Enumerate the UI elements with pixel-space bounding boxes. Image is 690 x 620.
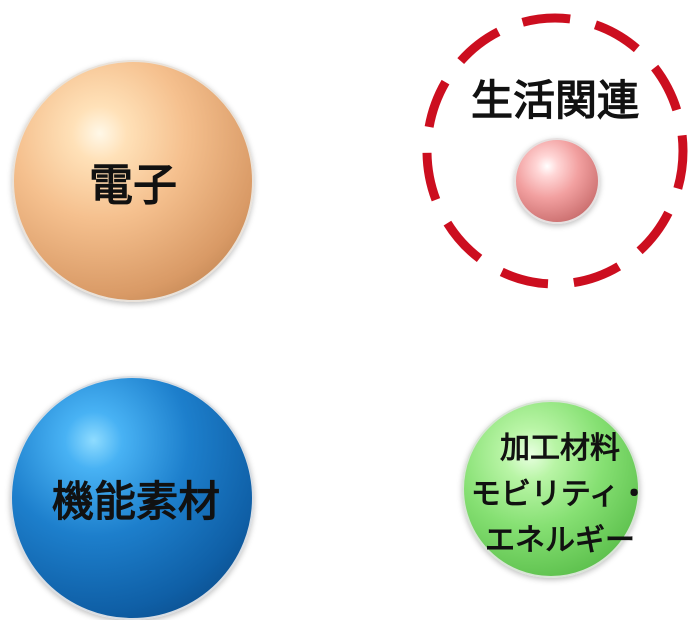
life-related-highlight-ring xyxy=(422,13,688,289)
life-related-label: 生活関連 xyxy=(470,75,639,125)
functional-materials-sphere: 機能素材 xyxy=(10,376,254,620)
electronics-label: 電子 xyxy=(89,160,177,211)
processing-label-line-3: エネルギー xyxy=(485,523,635,558)
processing-mobility-energy-label: 加工材料 モビリティ・ エネルギー xyxy=(460,420,660,570)
processing-mobility-energy-sphere xyxy=(462,400,640,578)
processing-label-line-1: 加工材料 xyxy=(500,431,620,466)
functional-materials-label: 機能素材 xyxy=(51,476,220,526)
electronics-sphere: 電子 xyxy=(12,60,254,302)
processing-label-line-2: モビリティ・ xyxy=(470,477,650,512)
life-related-sphere xyxy=(514,138,600,224)
